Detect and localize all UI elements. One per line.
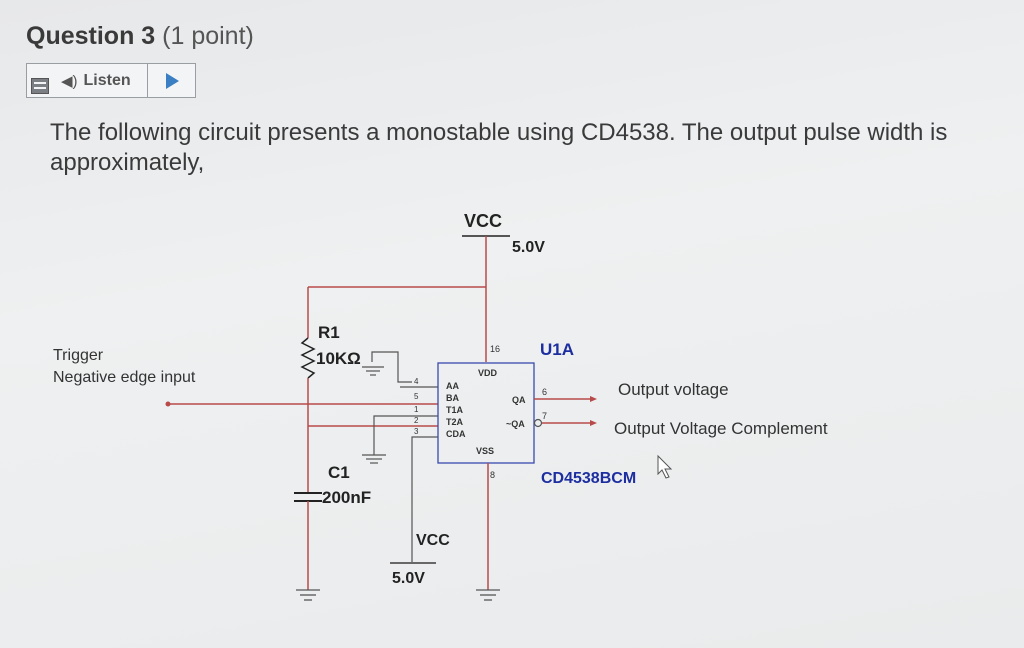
- qa-arrow-icon: [590, 396, 597, 402]
- pin-t1a: T1A: [446, 405, 464, 415]
- trigger-label-2: Negative edge input: [53, 369, 196, 386]
- pin-2: 2: [414, 416, 419, 425]
- c1-value: 200nF: [322, 488, 371, 507]
- vcc-top-value: 5.0V: [512, 239, 545, 256]
- question-points: (1 point): [162, 22, 254, 50]
- question-label: Question 3: [26, 22, 156, 50]
- pin-5: 5: [414, 392, 419, 401]
- pin-16: 16: [490, 344, 500, 354]
- vcc-bottom-label: VCC: [416, 532, 450, 549]
- pin-vss: VSS: [476, 446, 494, 456]
- question-title: Question 3 (1 point): [26, 22, 254, 51]
- mouse-cursor-icon: [657, 454, 673, 479]
- pin-qa: QA: [512, 395, 526, 405]
- pin-vdd: VDD: [478, 368, 498, 378]
- pin-ba: BA: [446, 393, 459, 403]
- listen-label[interactable]: Listen: [83, 71, 131, 89]
- menu-icon[interactable]: [31, 77, 49, 94]
- ic-part: CD4538BCM: [541, 470, 636, 487]
- trigger-label-1: Trigger: [53, 347, 104, 364]
- pin-8: 8: [490, 470, 495, 480]
- listen-widget[interactable]: ◀) Listen: [26, 63, 196, 98]
- ic-name: U1A: [540, 340, 574, 359]
- t1a-wire: [373, 415, 438, 455]
- r1-aux-wire: [371, 351, 412, 383]
- pin-4: 4: [414, 377, 419, 386]
- pin-1: 1: [414, 405, 419, 414]
- pin-t2a: T2A: [446, 417, 464, 427]
- r1-name: R1: [318, 323, 340, 342]
- speaker-icon: ◀): [61, 72, 78, 90]
- play-icon[interactable]: [166, 73, 179, 89]
- question-text: The following circuit presents a monosta…: [50, 119, 948, 176]
- r1-value: 10KΩ: [316, 349, 361, 368]
- pin-3: 3: [414, 427, 419, 436]
- vcc-bottom-value: 5.0V: [392, 570, 425, 587]
- pin-6: 6: [542, 387, 547, 397]
- ic-body: [437, 362, 535, 464]
- listen-divider: [147, 64, 148, 97]
- nqa-bubble: [533, 418, 543, 428]
- vcc-top-label: VCC: [464, 211, 502, 231]
- pin-nqa: ~QA: [506, 419, 525, 429]
- cda-wire: [411, 436, 438, 562]
- pin-7: 7: [542, 411, 547, 421]
- output-voltage-label: Output voltage: [618, 380, 729, 399]
- r1-resistor: [300, 337, 316, 379]
- c1-name: C1: [328, 463, 350, 482]
- nqa-arrow-icon: [590, 420, 597, 426]
- pin-cda: CDA: [446, 429, 466, 439]
- output-complement-label: Output Voltage Complement: [614, 419, 828, 438]
- pin-aa: AA: [446, 381, 459, 391]
